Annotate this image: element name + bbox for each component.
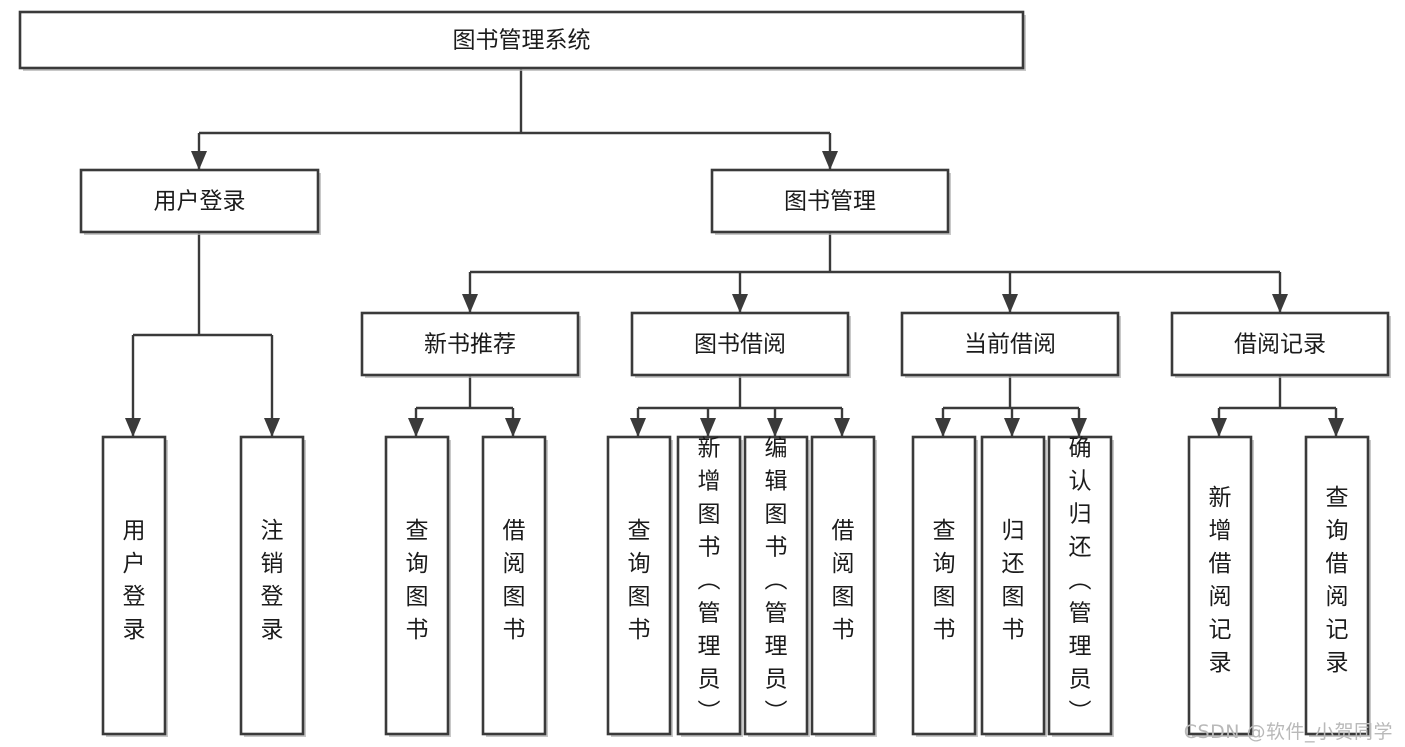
connector-arrowhead bbox=[408, 418, 424, 437]
connector-arrowhead bbox=[1071, 418, 1087, 437]
connector-arrowhead bbox=[1272, 294, 1288, 313]
node-leaf-add-borrow-record-label: 新增借阅记录 bbox=[1209, 485, 1232, 676]
node-leaf-return-book-label: 归还图书 bbox=[1002, 518, 1025, 643]
node-book-manage[interactable]: 图书管理 bbox=[710, 168, 951, 235]
node-user-login[interactable]: 用户登录 bbox=[79, 168, 321, 235]
node-root-book-management-system[interactable]: 图书管理系统 bbox=[18, 10, 1026, 71]
node-leaf-borrow-book[interactable]: 借阅图书 bbox=[810, 435, 877, 737]
node-new-book-recommend[interactable]: 新书推荐 bbox=[360, 311, 581, 378]
connector-arrowhead bbox=[1328, 418, 1344, 437]
connector-user-login-to-leaves bbox=[125, 232, 280, 437]
node-leaf-query-book-recommend-label: 查询图书 bbox=[406, 518, 429, 643]
node-root-book-management-system-label: 图书管理系统 bbox=[453, 28, 591, 54]
connector-recommend-to-leaves bbox=[408, 375, 521, 437]
node-leaf-add-book[interactable]: 新增图书︵管理员︶ bbox=[676, 436, 743, 738]
node-leaf-query-book-current-label: 查询图书 bbox=[933, 518, 956, 643]
node-leaf-add-book-label: 新增图书︵管理员︶ bbox=[698, 436, 721, 726]
connector-arrowhead bbox=[935, 418, 951, 437]
node-leaf-edit-book-label: 编辑图书︵管理员︶ bbox=[765, 436, 788, 726]
node-leaf-return-book[interactable]: 归还图书 bbox=[980, 435, 1047, 737]
node-leaf-logout-login-label: 注销登录 bbox=[261, 518, 284, 643]
node-leaf-user-login-label: 用户登录 bbox=[123, 518, 146, 643]
node-borrow-record-label: 借阅记录 bbox=[1234, 332, 1326, 358]
connector-book-manage-to-level2 bbox=[462, 232, 1288, 313]
node-leaf-logout-login[interactable]: 注销登录 bbox=[239, 435, 306, 737]
connector-arrowhead bbox=[767, 418, 783, 437]
connector-arrowhead bbox=[732, 294, 748, 313]
connector-arrowhead bbox=[462, 294, 478, 313]
connector-arrowhead bbox=[1004, 418, 1020, 437]
connector-arrowhead bbox=[264, 418, 280, 437]
connector-current-to-leaves bbox=[935, 375, 1087, 437]
node-leaf-query-borrow-record[interactable]: 查询借阅记录 bbox=[1304, 435, 1371, 737]
connector-arrowhead bbox=[1002, 294, 1018, 313]
connector-arrowhead bbox=[834, 418, 850, 437]
node-leaf-query-book-borrow[interactable]: 查询图书 bbox=[606, 435, 673, 737]
node-user-login-label: 用户登录 bbox=[154, 189, 246, 215]
node-borrow-record[interactable]: 借阅记录 bbox=[1170, 311, 1391, 378]
connector-borrow-to-leaves bbox=[630, 375, 850, 437]
node-leaf-borrow-book-recommend[interactable]: 借阅图书 bbox=[481, 435, 548, 737]
connector-arrowhead bbox=[1211, 418, 1227, 437]
node-new-book-recommend-label: 新书推荐 bbox=[424, 332, 516, 358]
connector-root-to-level1 bbox=[191, 68, 838, 170]
node-leaf-add-borrow-record[interactable]: 新增借阅记录 bbox=[1187, 435, 1254, 737]
connector-arrowhead bbox=[822, 151, 838, 170]
csdn-watermark: CSDN @软件_小贺同学 bbox=[1183, 721, 1393, 743]
node-layer: 图书管理系统用户登录图书管理新书推荐图书借阅当前借阅借阅记录用户登录注销登录查询… bbox=[18, 10, 1391, 738]
connector-record-to-leaves bbox=[1211, 375, 1344, 437]
connector-layer bbox=[125, 68, 1344, 437]
node-current-borrow[interactable]: 当前借阅 bbox=[900, 311, 1121, 378]
node-leaf-query-book-borrow-label: 查询图书 bbox=[628, 518, 651, 643]
connector-arrowhead bbox=[191, 151, 207, 170]
connector-arrowhead bbox=[505, 418, 521, 437]
connector-arrowhead bbox=[125, 418, 141, 437]
node-book-borrow[interactable]: 图书借阅 bbox=[630, 311, 851, 378]
node-leaf-user-login[interactable]: 用户登录 bbox=[101, 435, 168, 737]
node-leaf-confirm-return-label: 确认归还︵管理员︶ bbox=[1069, 436, 1092, 726]
node-leaf-borrow-book-recommend-label: 借阅图书 bbox=[503, 518, 526, 643]
node-leaf-query-book-current[interactable]: 查询图书 bbox=[911, 435, 978, 737]
connector-arrowhead bbox=[700, 418, 716, 437]
node-leaf-edit-book[interactable]: 编辑图书︵管理员︶ bbox=[743, 436, 810, 738]
node-leaf-query-book-recommend[interactable]: 查询图书 bbox=[384, 435, 451, 737]
connector-arrowhead bbox=[630, 418, 646, 437]
node-current-borrow-label: 当前借阅 bbox=[964, 332, 1056, 358]
node-book-borrow-label: 图书借阅 bbox=[694, 332, 786, 358]
node-leaf-confirm-return[interactable]: 确认归还︵管理员︶ bbox=[1047, 436, 1114, 738]
node-leaf-query-borrow-record-label: 查询借阅记录 bbox=[1326, 485, 1349, 676]
node-leaf-borrow-book-label: 借阅图书 bbox=[832, 518, 855, 643]
node-book-manage-label: 图书管理 bbox=[784, 189, 876, 215]
